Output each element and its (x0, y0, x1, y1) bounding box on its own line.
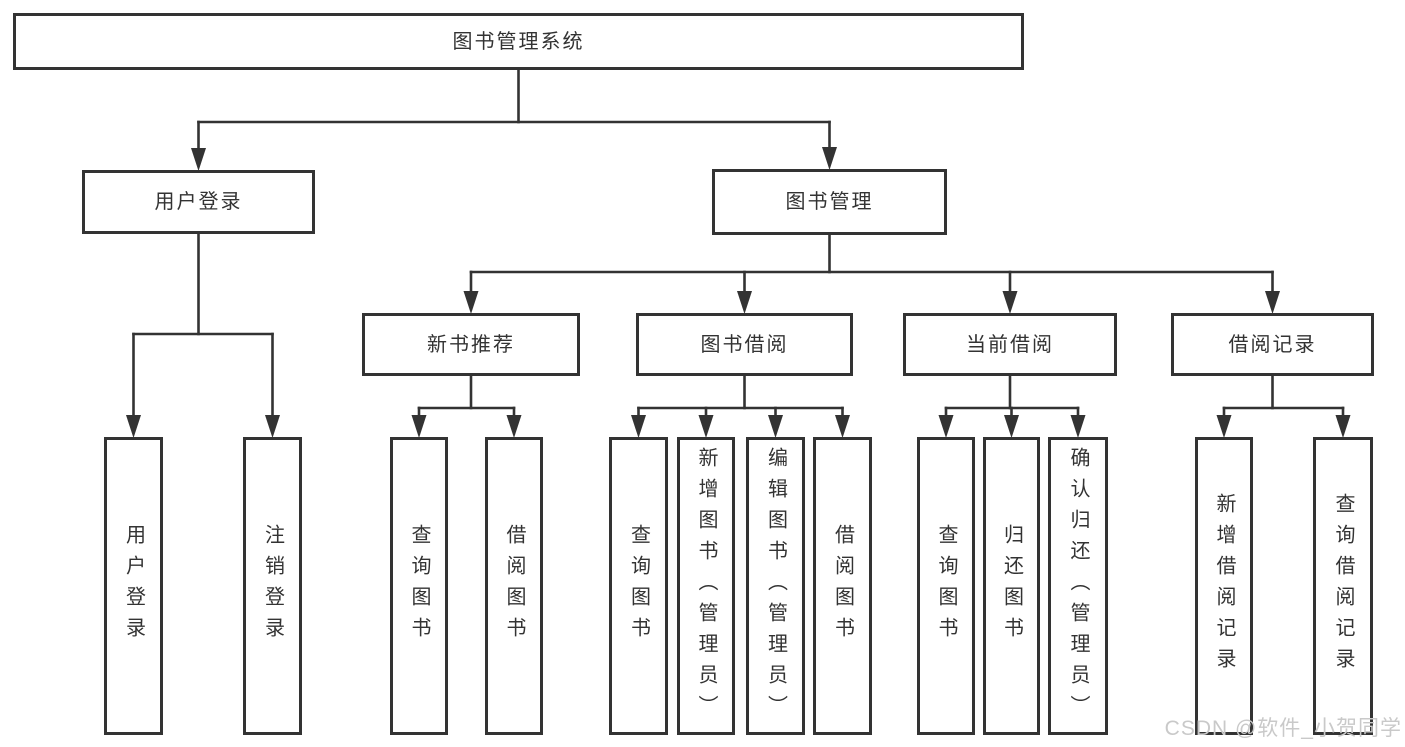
node-label-bb-edit-book: 编辑图书（管理员） (764, 446, 787, 726)
node-borrow-records: 借阅记录 (1171, 313, 1374, 376)
node-label-root: 图书管理系统 (452, 30, 585, 53)
node-label-br-query-record: 查询借阅记录 (1332, 493, 1354, 679)
node-label-nbr-query-book: 查询图书 (408, 524, 430, 648)
node-book-mgmt: 图书管理 (712, 169, 947, 235)
node-label-cb-return-book: 归还图书 (1000, 524, 1023, 648)
node-current-borrow: 当前借阅 (903, 313, 1117, 376)
node-label-borrow-records: 借阅记录 (1228, 333, 1317, 356)
node-label-nbr-borrow-book: 借阅图书 (503, 524, 525, 648)
node-bb-query-book: 查询图书 (609, 437, 668, 735)
node-bb-borrow-book: 借阅图书 (813, 437, 872, 735)
node-new-book-rec: 新书推荐 (362, 313, 580, 376)
node-bb-add-book: 新增图书（管理员） (677, 437, 735, 735)
node-label-book-borrow: 图书借阅 (700, 333, 789, 356)
node-cb-query-book: 查询图书 (917, 437, 975, 735)
node-label-bb-add-book: 新增图书（管理员） (695, 446, 717, 726)
node-logout: 注销登录 (243, 437, 302, 735)
node-label-br-add-record: 新增借阅记录 (1213, 493, 1235, 679)
node-label-book-mgmt: 图书管理 (785, 191, 874, 213)
node-bb-edit-book: 编辑图书（管理员） (746, 437, 805, 735)
node-label-cb-query-book: 查询图书 (935, 524, 957, 648)
node-login: 用户登录 (104, 437, 163, 735)
node-label-bb-borrow-book: 借阅图书 (831, 524, 854, 648)
watermark: CSDN @软件_小贺同学 (1164, 717, 1402, 740)
node-label-logout: 注销登录 (261, 524, 284, 648)
node-user-login: 用户登录 (82, 170, 315, 234)
node-label-new-book-rec: 新书推荐 (427, 333, 515, 356)
node-root: 图书管理系统 (13, 13, 1024, 70)
node-label-user-login: 用户登录 (154, 191, 243, 213)
node-cb-confirm-return: 确认归还（管理员） (1048, 437, 1108, 735)
node-br-add-record: 新增借阅记录 (1195, 437, 1253, 735)
node-nbr-borrow-book: 借阅图书 (485, 437, 543, 735)
node-nbr-query-book: 查询图书 (390, 437, 448, 735)
node-br-query-record: 查询借阅记录 (1313, 437, 1373, 735)
node-label-login: 用户登录 (122, 524, 145, 648)
node-book-borrow: 图书借阅 (636, 313, 853, 376)
node-label-current-borrow: 当前借阅 (966, 333, 1054, 356)
node-cb-return-book: 归还图书 (983, 437, 1040, 735)
node-label-bb-query-book: 查询图书 (627, 524, 650, 648)
node-label-cb-confirm-return: 确认归还（管理员） (1067, 446, 1089, 726)
